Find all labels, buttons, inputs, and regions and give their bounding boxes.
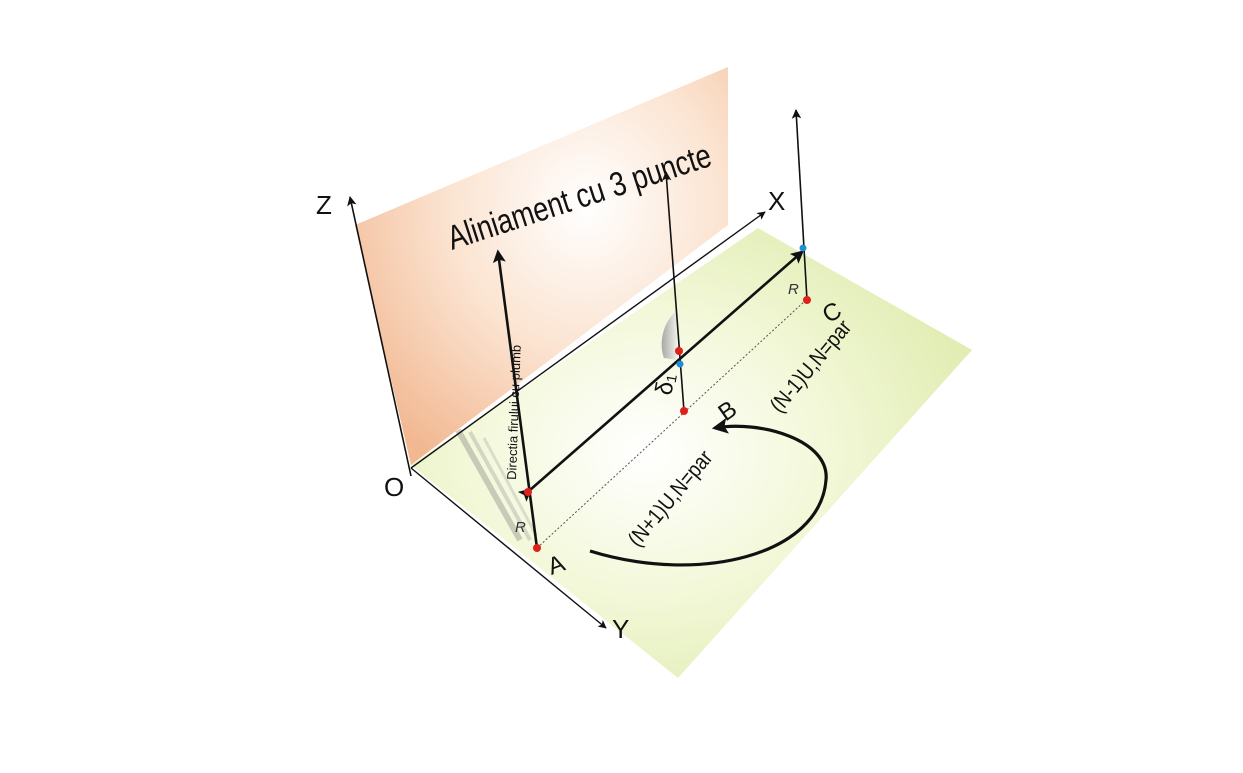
r-label-a: R: [515, 519, 526, 536]
x-axis-label: X: [768, 186, 785, 216]
plumb-direction-label: Directia firului cu plumb: [504, 345, 524, 481]
z-axis-label: Z: [316, 190, 332, 220]
point-a-target: [524, 488, 532, 496]
rotation-arrow: [589, 417, 828, 567]
alignment-arrow: [517, 250, 804, 502]
point-b-target: [675, 347, 683, 355]
delta-label: δ₁: [650, 371, 680, 397]
r-label-c: R: [788, 281, 799, 298]
point-c-blue: [799, 244, 807, 252]
plumb-line-c: [791, 109, 808, 301]
point-b-blue: [676, 360, 684, 368]
y-axis: [410, 467, 607, 629]
y-axis-label: Y: [612, 614, 629, 644]
origin-label: O: [384, 472, 404, 502]
point-a-ground: [533, 544, 541, 552]
point-c-ground: [803, 296, 811, 304]
plumb-shadow: [455, 428, 538, 542]
z-axis: [347, 196, 412, 477]
point-b-ground: [680, 407, 688, 415]
